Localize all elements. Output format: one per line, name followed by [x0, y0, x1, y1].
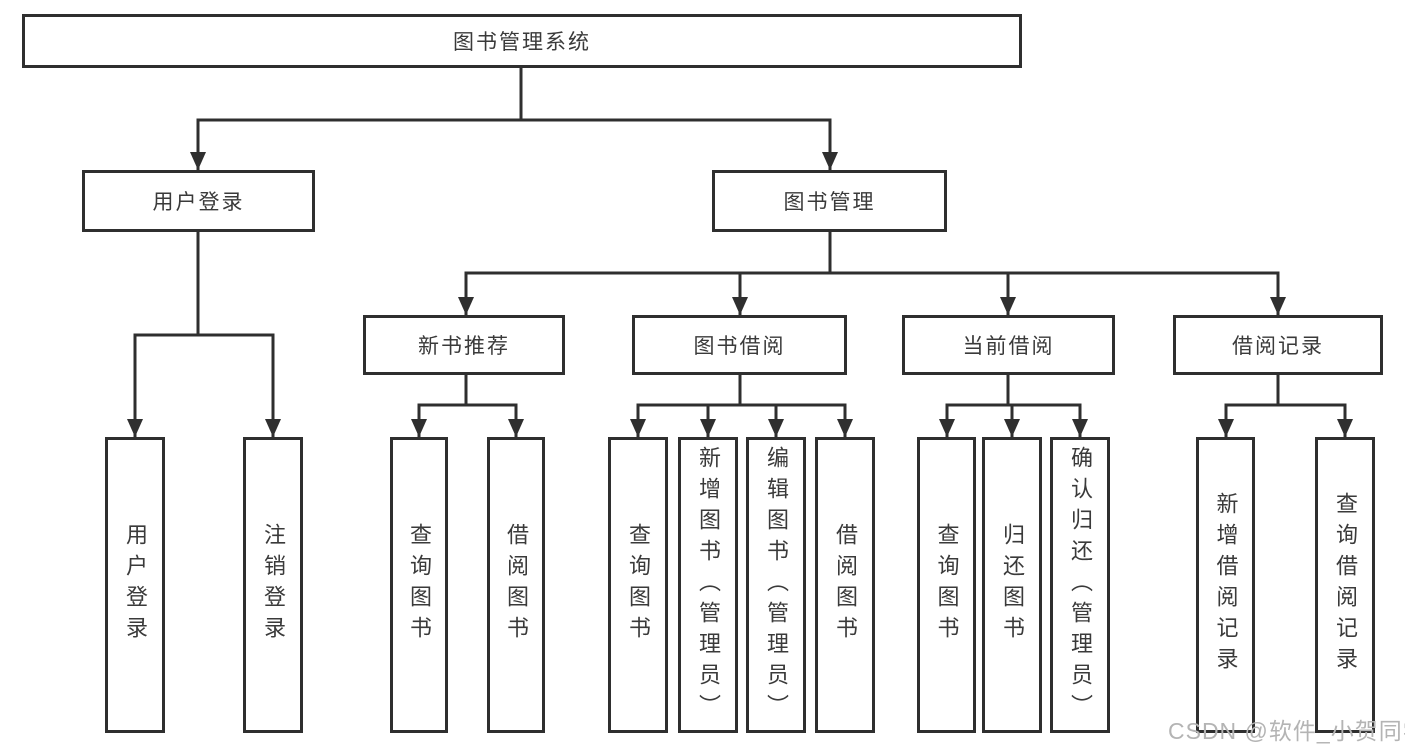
node-user-login-branch: 用户登录 [82, 170, 315, 232]
node-leaf-logout: 注销登录 [243, 437, 303, 733]
node-leaf-query-books-borrow-label: 查询图书 [626, 523, 651, 647]
node-book-mgmt-branch: 图书管理 [712, 170, 947, 232]
node-user-login-branch-label: 用户登录 [152, 191, 245, 214]
node-leaf-borrow-books-rec-label: 借阅图书 [504, 523, 529, 647]
node-leaf-logout-label: 注销登录 [261, 523, 286, 647]
node-leaf-confirm-return-label: 确认归还（管理员） [1068, 445, 1093, 725]
node-leaf-query-books-current: 查询图书 [917, 437, 976, 733]
node-borrow-records: 借阅记录 [1173, 315, 1383, 375]
node-leaf-return-book-label: 归还图书 [1000, 523, 1025, 647]
node-leaf-query-books-current-label: 查询图书 [934, 523, 960, 647]
node-leaf-edit-book: 编辑图书（管理员） [746, 437, 806, 733]
node-book-borrow: 图书借阅 [632, 315, 847, 375]
node-leaf-add-borrow-record-label: 新增借阅记录 [1213, 492, 1239, 678]
node-current-borrow: 当前借阅 [902, 315, 1115, 375]
node-leaf-confirm-return: 确认归还（管理员） [1050, 437, 1110, 733]
node-leaf-borrow-books-borrow-label: 借阅图书 [833, 523, 858, 647]
node-leaf-query-books-borrow: 查询图书 [608, 437, 668, 733]
node-leaf-borrow-books-rec: 借阅图书 [487, 437, 545, 733]
node-leaf-borrow-books-borrow: 借阅图书 [815, 437, 875, 733]
node-root: 图书管理系统 [22, 14, 1022, 68]
csdn-watermark: CSDN @软件_小贺同学 [1168, 718, 1405, 744]
node-leaf-query-books-rec-label: 查询图书 [407, 523, 432, 647]
node-leaf-user-login: 用户登录 [105, 437, 165, 733]
node-leaf-query-books-rec: 查询图书 [390, 437, 448, 733]
node-book-borrow-label: 图书借阅 [693, 335, 786, 358]
node-new-book-rec: 新书推荐 [363, 315, 565, 375]
node-root-label: 图书管理系统 [453, 31, 591, 54]
node-leaf-add-book: 新增图书（管理员） [678, 437, 738, 733]
node-leaf-user-login-label: 用户登录 [123, 523, 148, 647]
node-leaf-query-borrow-record: 查询借阅记录 [1315, 437, 1375, 733]
node-leaf-add-book-label: 新增图书（管理员） [696, 445, 721, 725]
node-current-borrow-label: 当前借阅 [962, 335, 1055, 358]
node-leaf-edit-book-label: 编辑图书（管理员） [764, 445, 789, 725]
node-leaf-query-borrow-record-label: 查询借阅记录 [1333, 492, 1358, 678]
node-new-book-rec-label: 新书推荐 [418, 335, 510, 358]
node-leaf-add-borrow-record: 新增借阅记录 [1196, 437, 1255, 733]
node-leaf-return-book: 归还图书 [982, 437, 1042, 733]
connector-group [127, 66, 1353, 439]
node-book-mgmt-branch-label: 图书管理 [783, 191, 876, 214]
node-borrow-records-label: 借阅记录 [1232, 335, 1324, 358]
